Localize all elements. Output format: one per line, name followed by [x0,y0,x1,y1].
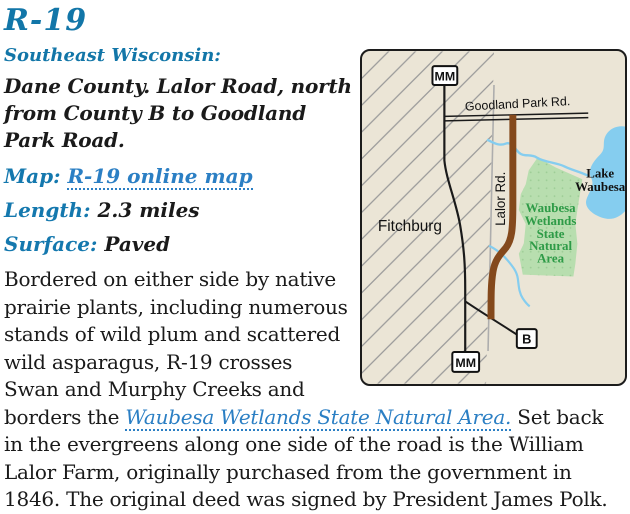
goodland-park-road-label: Goodland Park Rd. [465,94,571,113]
surface-field-value: Paved [104,232,171,256]
county-marker-mm-top-label: MM [435,69,456,83]
region-subhead: Southeast Wisconsin: [4,44,221,66]
route-summary: Dane County. Lalor Road, north from Coun… [4,74,352,152]
goodland-park-road [444,111,589,122]
length-field-value: 2.3 miles [97,198,200,222]
wetland-label-line2: Wetlands [525,213,577,227]
route-line [487,114,517,319]
wetland-label-line4: Natural [529,239,572,253]
wetland-label-line1: Waubesa [525,201,576,215]
map-field: Map: R-19 online map [4,164,627,190]
county-marker-mm-bottom: MM [451,350,481,373]
length-field: Length: 2.3 miles [4,198,627,223]
map-figure: Goodland Park Rd. Lalor Rd. Fitchburg La… [360,48,627,386]
lake-shape [586,125,625,219]
wetland-area-link[interactable]: Waubesa Wetlands State Natural Area. [125,404,512,431]
online-map-link[interactable]: R-19 online map [67,164,253,190]
surface-field-label: Surface: [4,232,98,256]
wetland-area-texture [518,156,583,277]
body-text-before-link: Bordered on either side by native prairi… [4,267,348,429]
length-field-label: Length: [4,198,91,222]
county-marker-b-label: B [522,331,531,346]
wetland-label-line5: Area [537,251,565,265]
creek-line-north [486,138,590,177]
county-mm-road [443,83,467,354]
fitchburg-hatch-area [362,50,494,384]
lake-label-line1: Lake [586,166,614,180]
map-field-label: Map: [4,164,61,188]
county-marker-mm-bottom-label: MM [455,355,476,369]
map-svg: Goodland Park Rd. Lalor Rd. Fitchburg La… [362,50,625,384]
lake-label-line2: Waubesa [575,180,625,194]
wetland-label-line3: State [537,226,565,240]
county-marker-mm-top: MM [431,64,459,86]
page-title: R-19 [4,3,88,38]
fitchburg-label: Fitchburg [378,217,442,234]
surface-field: Surface: Paved [4,232,627,257]
county-marker-b: B [515,327,538,349]
lalor-road-label: Lalor Rd. [493,171,508,225]
